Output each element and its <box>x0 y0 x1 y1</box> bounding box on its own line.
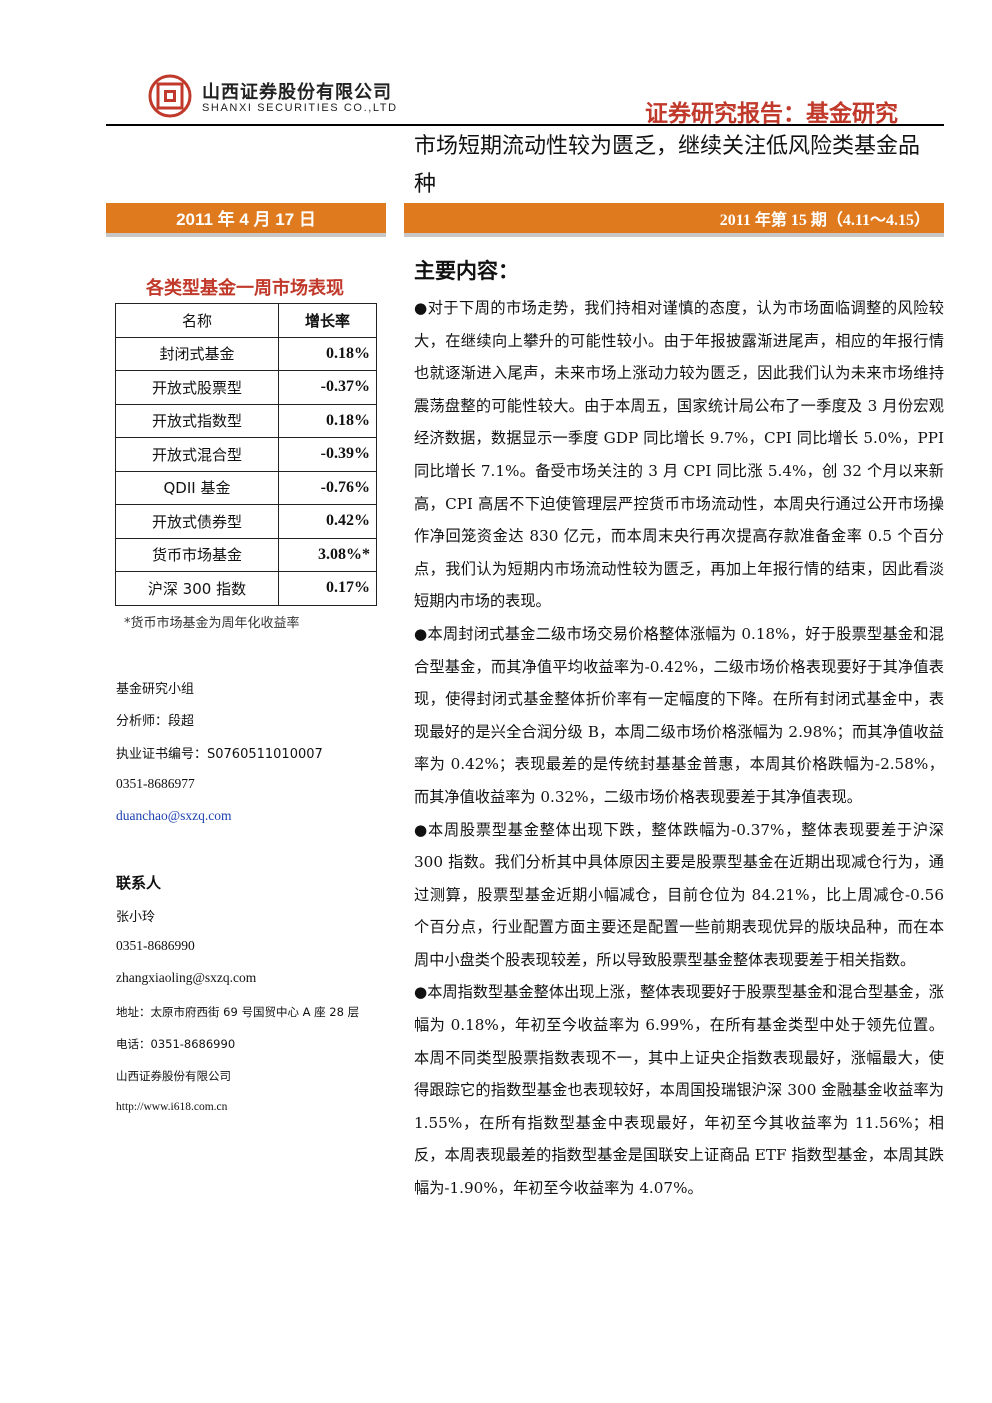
main-content: ●对于下周的市场走势，我们持相对谨慎的态度，认为市场面临调整的风险较大，在继续向… <box>414 292 944 1205</box>
table-title: 各类型基金一周市场表现 <box>146 278 344 299</box>
analyst-phone: 0351-8686977 <box>116 776 195 791</box>
report-title: 市场短期流动性较为匮乏，继续关注低风险类基金品种 <box>414 134 921 197</box>
report-date: 2011 年 4 月 17 日 <box>106 203 386 237</box>
analyst-email-link[interactable]: duanchao@sxzq.com <box>116 808 232 823</box>
company-name-en: SHANXI SECURITIES CO.,LTD <box>202 102 398 114</box>
growth-rate: 0.18% <box>278 403 377 438</box>
table-header-row: 名称 增长率 <box>115 303 377 338</box>
contact-name: 张小玲 <box>116 910 156 925</box>
fund-type: 开放式股票型 <box>115 370 279 405</box>
content-paragraph: ●本周封闭式基金二级市场交易价格整体涨幅为 0.18%，好于股票型基金和混合型基… <box>414 624 944 806</box>
growth-rate: 0.42% <box>278 504 377 539</box>
fund-type: 开放式指数型 <box>115 403 279 438</box>
research-group: 基金研究小组 <box>116 682 195 697</box>
growth-rate: -0.37% <box>278 370 377 405</box>
analyst-name: 分析师：段超 <box>116 714 195 729</box>
report-type: 证券研究报告：基金研究 <box>645 101 898 127</box>
table-row: 开放式股票型-0.37% <box>115 370 377 405</box>
fund-type: 货币市场基金 <box>115 537 279 572</box>
growth-rate: 0.17% <box>278 571 377 606</box>
fund-type: QDII 基金 <box>115 470 279 505</box>
column-header-name: 名称 <box>115 303 279 338</box>
table-footnote: *货币市场基金为周年化收益率 <box>124 616 300 631</box>
table-row: 开放式混合型-0.39% <box>115 437 377 472</box>
fund-type: 封闭式基金 <box>115 336 279 371</box>
growth-rate: 3.08%* <box>278 537 377 572</box>
contact-tel: 电话：0351-8686990 <box>116 1037 236 1051</box>
growth-rate: 0.18% <box>278 336 377 371</box>
column-header-growth: 增长率 <box>278 303 377 338</box>
contact-email: zhangxiaoling@sxzq.com <box>116 970 257 985</box>
contact-heading: 联系人 <box>116 874 162 892</box>
header-divider <box>106 124 944 126</box>
company-name-cn: 山西证券股份有限公司 <box>202 82 392 103</box>
content-paragraph: ●本周指数型基金整体出现上涨，整体表现要好于股票型基金和混合型基金，涨幅为 0.… <box>414 983 944 1198</box>
fund-type: 沪深 300 指数 <box>115 571 279 606</box>
fund-type: 开放式债券型 <box>115 504 279 539</box>
contact-address: 地址：太原市府西街 69 号国贸中心 A 座 28 层 <box>116 1005 360 1019</box>
company-website-link[interactable]: http://www.i618.com.cn <box>116 1101 228 1113</box>
growth-rate: -0.76% <box>278 470 377 505</box>
issue-number: 2011 年第 15 期（4.11～4.15） <box>404 203 944 237</box>
content-paragraph: ●本周股票型基金整体出现下跌，整体跌幅为-0.37%，整体表现要差于沪深 300… <box>414 820 944 969</box>
analyst-cert: 执业证书编号：S0760511010007 <box>116 747 323 762</box>
contact-company: 山西证券股份有限公司 <box>116 1069 231 1083</box>
contact-phone: 0351-8686990 <box>116 938 195 953</box>
section-heading: 主要内容： <box>414 259 519 283</box>
content-paragraph: ●对于下周的市场走势，我们持相对谨慎的态度，认为市场面临调整的风险较大，在继续向… <box>414 299 944 611</box>
company-logo-icon <box>148 74 192 118</box>
fund-type: 开放式混合型 <box>115 437 279 472</box>
table-row: QDII 基金-0.76% <box>115 470 377 505</box>
growth-rate: -0.39% <box>278 437 377 472</box>
